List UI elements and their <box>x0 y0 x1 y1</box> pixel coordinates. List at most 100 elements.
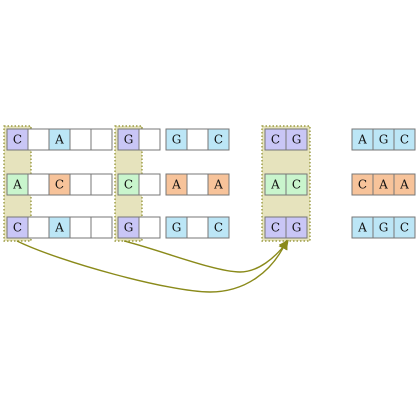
cell-box <box>285 128 308 151</box>
remaining-row-3-cell-1: A <box>351 216 374 239</box>
cell-box <box>186 173 209 196</box>
nucleotide-label: C <box>214 221 223 235</box>
nucleotide-label: G <box>172 221 182 235</box>
sequence-3-cell-2 <box>27 216 50 239</box>
nucleotide-label: C <box>400 221 409 235</box>
nucleotide-label: A <box>12 178 22 192</box>
sequence-3-cell-6: G <box>117 216 140 239</box>
cell-box <box>69 173 92 196</box>
remaining-row-3-cell-3: C <box>393 216 416 239</box>
cell-box <box>27 216 50 239</box>
sequence-2-cell-9 <box>186 173 209 196</box>
nucleotide-label: G <box>292 133 302 147</box>
remaining-row-2-cell-2: A <box>372 173 395 196</box>
sequence-3-cell-9 <box>186 216 209 239</box>
selected-row-1-cell-1: C <box>264 128 287 151</box>
nucleotide-label: G <box>292 221 302 235</box>
selected-row-3-cell-1: C <box>264 216 287 239</box>
remaining-row-3-cell-2: G <box>372 216 395 239</box>
nucleotide-label: C <box>55 178 64 192</box>
cell-box <box>207 128 230 151</box>
sequence-1-cell-6: G <box>117 128 140 151</box>
cell-box <box>393 128 416 151</box>
sequence-2-cell-10: A <box>207 173 230 196</box>
sequence-2-cell-7 <box>138 173 161 196</box>
nucleotide-label: A <box>357 221 367 235</box>
cell-box <box>27 128 50 151</box>
arrows-layer <box>16 239 289 293</box>
cell-box <box>285 216 308 239</box>
cell-box <box>90 216 113 239</box>
arrow-from-column-6 <box>123 239 289 273</box>
cell-box <box>186 216 209 239</box>
remaining-row-1-cell-1: A <box>351 128 374 151</box>
sequence-1-cell-10: C <box>207 128 230 151</box>
sequence-2-cell-6: C <box>117 173 140 196</box>
sequence-2-cell-4 <box>69 173 92 196</box>
sequence-1-cell-4 <box>69 128 92 151</box>
selected-row-1-cell-2: G <box>285 128 308 151</box>
cell-box <box>393 216 416 239</box>
cell-box <box>69 216 92 239</box>
cell-box <box>90 173 113 196</box>
cell-box <box>90 128 113 151</box>
sequence-2-cell-5 <box>90 173 113 196</box>
nucleotide-label: A <box>54 221 64 235</box>
selected-row-3-cell-2: G <box>285 216 308 239</box>
nucleotide-label: G <box>379 221 389 235</box>
nucleotide-label: C <box>13 133 22 147</box>
remaining-row-2-cell-3: A <box>393 173 416 196</box>
cell-box <box>69 128 92 151</box>
cell-box <box>393 173 416 196</box>
nucleotide-label: C <box>271 221 280 235</box>
cell-box <box>138 173 161 196</box>
sequence-2-cell-2 <box>27 173 50 196</box>
cell-box <box>27 173 50 196</box>
nucleotide-label: G <box>124 221 134 235</box>
cell-box <box>138 216 161 239</box>
selected-row-2-cell-2: C <box>285 173 308 196</box>
sequence-1-cell-1: C <box>6 128 29 151</box>
cell-box <box>186 128 209 151</box>
nucleotide-label: C <box>400 133 409 147</box>
sequence-3-cell-7 <box>138 216 161 239</box>
nucleotide-label: G <box>124 133 134 147</box>
nucleotide-label: A <box>54 133 64 147</box>
sequence-1-cell-2 <box>27 128 50 151</box>
sequence-2-cell-3: C <box>48 173 71 196</box>
nucleotide-label: C <box>271 133 280 147</box>
sequence-3-cell-3: A <box>48 216 71 239</box>
cell-box <box>207 216 230 239</box>
nucleotide-label: A <box>270 178 280 192</box>
arrow-from-column-1 <box>16 239 288 293</box>
sequence-3-cell-8: G <box>165 216 188 239</box>
cell-box <box>285 173 308 196</box>
sequence-1-cell-5 <box>90 128 113 151</box>
sequence-3-cell-4 <box>69 216 92 239</box>
nucleotide-label: C <box>358 178 367 192</box>
cell-box <box>207 173 230 196</box>
sequence-2-cell-8: A <box>165 173 188 196</box>
sequence-3-cell-5 <box>90 216 113 239</box>
sequence-1-cell-9 <box>186 128 209 151</box>
nucleotide-label: A <box>399 178 409 192</box>
nucleotide-label: A <box>378 178 388 192</box>
cell-box <box>138 128 161 151</box>
nucleotide-label: A <box>171 178 181 192</box>
sequence-2-cell-1: A <box>6 173 29 196</box>
remaining-row-2-cell-1: C <box>351 173 374 196</box>
sequence-3-cell-1: C <box>6 216 29 239</box>
nucleotide-label: C <box>214 133 223 147</box>
nucleotide-label: G <box>379 133 389 147</box>
remaining-row-1-cell-3: C <box>393 128 416 151</box>
nucleotide-label: C <box>13 221 22 235</box>
nucleotide-label: A <box>213 178 223 192</box>
sequence-1-cell-3: A <box>48 128 71 151</box>
nucleotide-label: C <box>292 178 301 192</box>
nucleotide-label: G <box>172 133 182 147</box>
nucleotide-label: A <box>357 133 367 147</box>
nucleotide-label: C <box>124 178 133 192</box>
